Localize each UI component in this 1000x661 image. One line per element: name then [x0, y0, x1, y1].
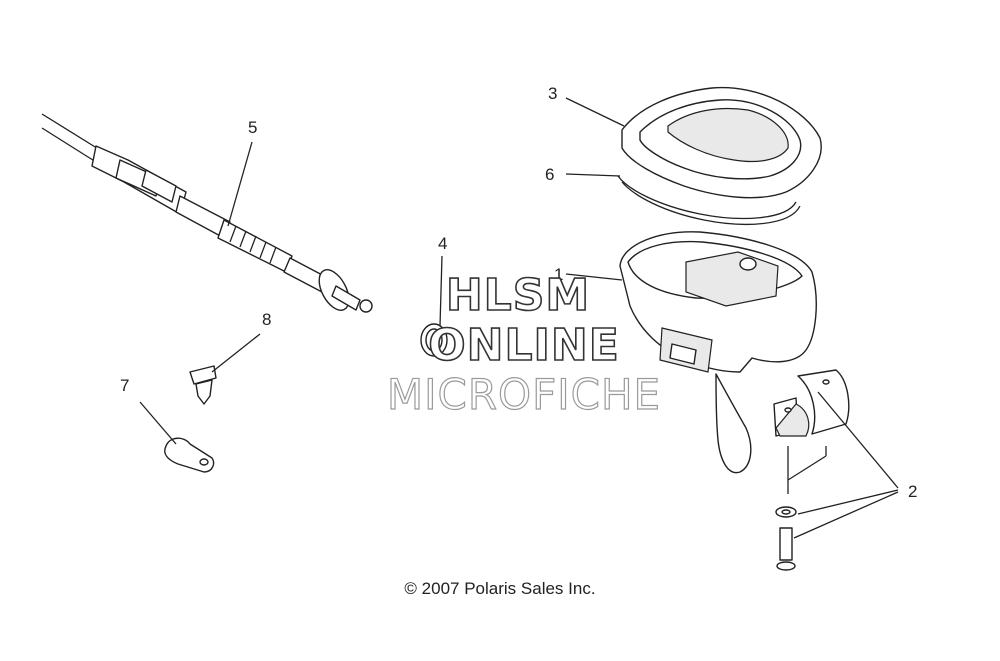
watermark-hlsm: HLSM	[445, 269, 591, 322]
watermark-microfiche: MICROFICHE	[386, 369, 662, 419]
part-5-cable	[41, 113, 373, 313]
callout-7: 7	[120, 376, 130, 395]
part-6-gasket	[565, 173, 801, 226]
callout-8: 8	[262, 310, 272, 329]
callout-2: 2	[908, 482, 918, 501]
callout-3: 3	[548, 84, 558, 103]
part-2-hardware	[773, 369, 899, 571]
part-7-clamp	[139, 401, 215, 473]
callout-6: 6	[545, 165, 555, 184]
part-4-o-ring	[420, 255, 448, 357]
part-1-housing	[565, 231, 817, 474]
callout-4: 4	[438, 234, 448, 253]
callout-1: 1	[554, 265, 564, 284]
watermark-online: ONLINE	[427, 319, 620, 372]
copyright-notice: © 2007 Polaris Sales Inc.	[404, 579, 596, 598]
part-8-push-rivet	[189, 333, 261, 405]
part-3-cover	[565, 86, 822, 199]
callout-5: 5	[248, 118, 258, 137]
